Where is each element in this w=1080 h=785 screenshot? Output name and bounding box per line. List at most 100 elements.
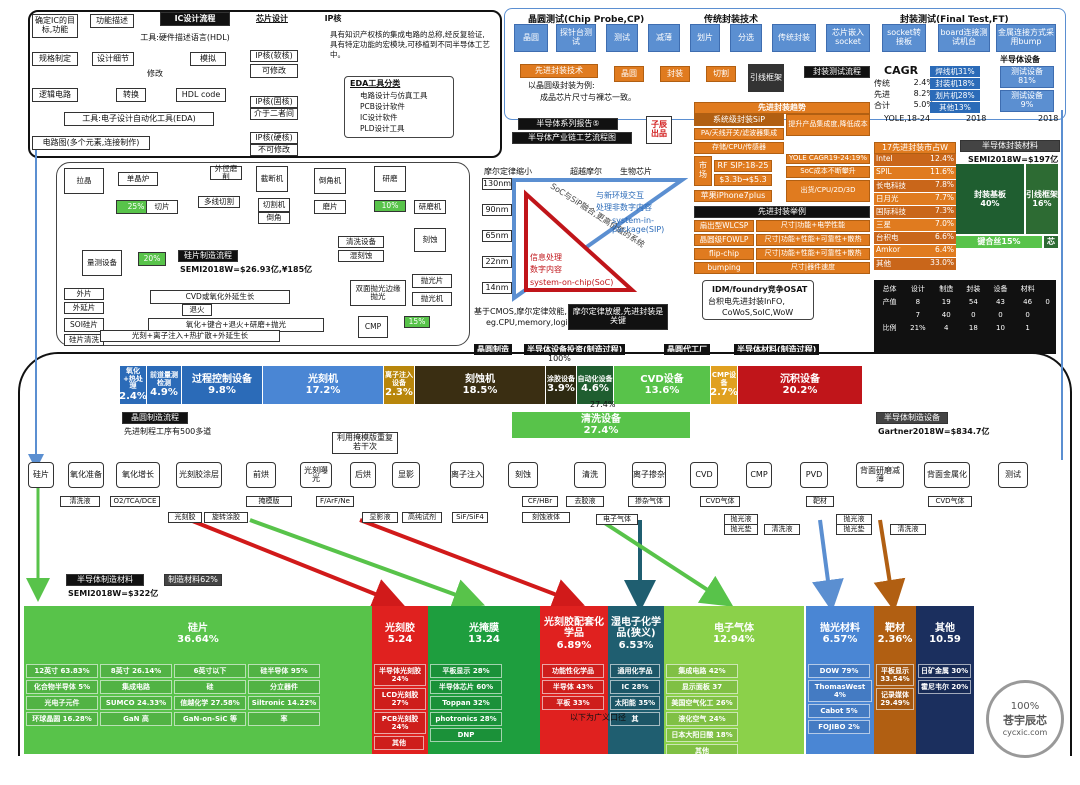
material-item: 半导体 43% xyxy=(542,680,604,695)
adv-pkg-item: 出货/CPU/2D/3D xyxy=(786,180,870,202)
adv-pkg-item: SoC成本不断攀升 xyxy=(786,166,870,178)
cagr-value: 5.0% xyxy=(913,100,934,109)
adv-pkg-item: 存储/CPU/传感器 xyxy=(694,142,784,154)
company: 三星 xyxy=(876,220,891,229)
wafer-step: 10% xyxy=(374,200,406,212)
wafer-panel xyxy=(56,162,470,346)
test-flow-step: board连接测试机台 xyxy=(938,24,990,52)
wafer-step: 刻蚀 xyxy=(414,228,446,252)
wafer-step: CVD或氧化外延生长 xyxy=(150,290,290,304)
table-cell: 比例 xyxy=(882,323,897,332)
moore-foot2: eg.CPU,memory,logic xyxy=(486,318,573,327)
moore-sip2: 与新环境交互 xyxy=(596,191,644,200)
material-item: GaN-on-SiC 等 xyxy=(174,712,246,727)
ip-firm-core: IP核(固核) xyxy=(250,96,298,108)
table-cell: 封装 xyxy=(966,284,981,293)
test-flow-step: 芯片嵌入socket xyxy=(826,24,870,52)
wafer-step: 抛光机 xyxy=(412,292,452,306)
company: 国际科技 xyxy=(876,207,906,216)
share: 11.6% xyxy=(930,167,954,176)
moore-node: 14nm xyxy=(482,282,512,294)
fab-flow-title: 晶圆制造流程 xyxy=(122,412,188,424)
process-input: 清洗液 xyxy=(890,524,926,535)
process-step: 光刻曝光 xyxy=(300,462,332,488)
material-item: 平板显示 28% xyxy=(430,664,502,679)
wafer-step: 切片 xyxy=(146,200,178,214)
cagr-label: CAGR xyxy=(884,64,919,77)
table-cell: 产值 xyxy=(882,297,897,306)
chip-design-label: 芯片设计 xyxy=(248,12,296,26)
wafer-step: 磨片 xyxy=(314,200,346,214)
material-item: 半导体芯片 60% xyxy=(430,680,502,695)
wafer-step: 双面抛光边缘抛光 xyxy=(350,280,406,306)
adv-flow-cut: 切割 xyxy=(706,66,736,82)
equip-year: 2018 xyxy=(1038,114,1059,123)
wafer-step: 外延片 xyxy=(64,302,104,314)
equipment-name: 涂胶设备 xyxy=(547,374,575,383)
test-flow-step: 测试 xyxy=(606,24,638,52)
wafer-title: 硅片制造流程 xyxy=(178,250,238,262)
table-cell: 材料 xyxy=(1020,284,1035,293)
wafer-step: 截断机 xyxy=(256,166,288,192)
company: 长电科技 xyxy=(876,181,906,190)
ip-soft-core: IP核(软核) xyxy=(250,50,298,62)
ip-hard-fixed: 不可修改 xyxy=(250,144,298,156)
table-cell: 10 xyxy=(996,323,1005,332)
equipment-name: 自动化设备 xyxy=(577,374,613,383)
table-cell: 0 xyxy=(1025,310,1030,319)
test-flow-step: 分选 xyxy=(730,24,762,52)
material-item: 8英寸 26.14% xyxy=(100,664,172,679)
wafer-step: 切割机 xyxy=(258,198,290,212)
company: 日月光 xyxy=(876,194,899,203)
adv-flow-pkg: 封装 xyxy=(660,66,690,82)
share: 12.4% xyxy=(930,154,954,163)
wafer-step: 外径磨削 xyxy=(210,164,242,181)
equipment-name: 氧化+热处理 xyxy=(123,366,143,391)
watermark-name: 苍宇辰芯 xyxy=(1003,714,1047,727)
process-step: 显影 xyxy=(392,462,420,488)
table-cell: 21% xyxy=(910,323,926,332)
wafer-step: 量测设备 xyxy=(82,250,122,276)
material-name: 光刻胶配套化学品 xyxy=(544,616,604,640)
fab-flow-sub: 先进制程工序有500多道 xyxy=(124,427,212,436)
table-cell: 0 xyxy=(1045,297,1050,306)
wafer-step: CMP xyxy=(358,316,388,338)
cagr-type: 合计 xyxy=(874,101,890,110)
equipment-value: 4.9% xyxy=(150,387,178,399)
ft-title: 封装测试(Final Test,FT) xyxy=(900,15,1009,25)
wafer-subtitle: SEMI2018W=$26.93亿,¥185亿 xyxy=(180,265,313,274)
ic-node-circuit: 电路图(多个元素,连接制作) xyxy=(32,136,150,150)
process-input: 高纯试剂 xyxy=(402,512,442,523)
materials-note: 以下为广义口径 xyxy=(570,713,626,722)
table-cell: 18 xyxy=(968,323,978,332)
material-item: 集成电路 42% xyxy=(666,664,738,679)
adv-kind-name: 晶圆级FOWLP xyxy=(694,234,754,246)
testing-panel xyxy=(504,8,1066,120)
adv-market-sub: 苹果iPhone7plus xyxy=(694,190,772,202)
wafer-step: 湿刻蚀 xyxy=(338,250,384,262)
company: 台积电 xyxy=(876,233,899,242)
process-input: CVD气体 xyxy=(700,496,740,507)
material-item: 其他 xyxy=(374,736,424,751)
fab-equip-title: 半导体制造设备 xyxy=(876,412,948,424)
material-item: 平板 33% xyxy=(542,696,604,711)
wafer-step: 单晶炉 xyxy=(118,172,158,186)
wafer-step: 退火 xyxy=(182,304,212,316)
material-item: 液化空气 24% xyxy=(666,712,738,727)
table-cell: 7 xyxy=(915,310,921,319)
ic-node-logic: 逻辑电路 xyxy=(32,88,78,102)
wafer-step: 倒角 xyxy=(258,212,290,224)
materials-share: 制造材料62% xyxy=(164,574,222,586)
material-item: 美国空气化工 26% xyxy=(666,696,738,711)
eda-panel xyxy=(344,76,454,138)
